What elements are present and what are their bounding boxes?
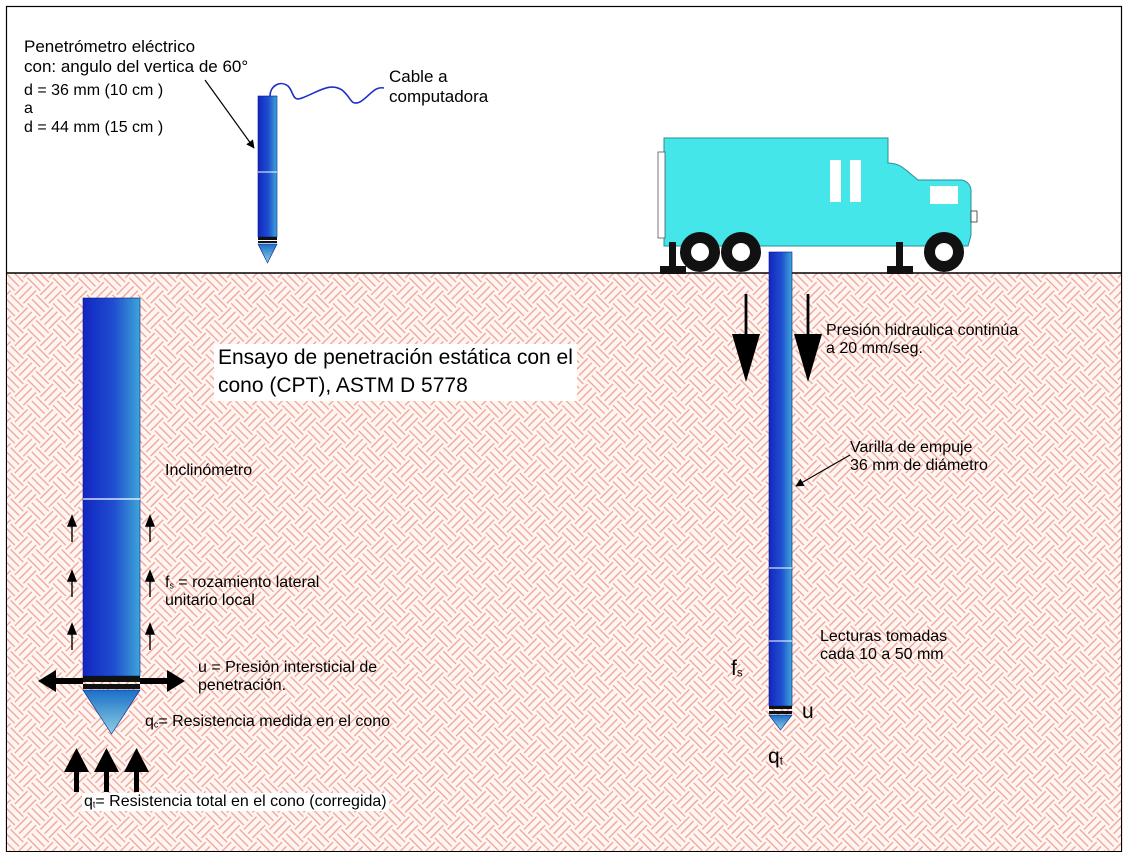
qc-definition: = Resistencia medida en el cono (158, 713, 391, 730)
side-friction-line2: unitario local (165, 592, 255, 610)
hydraulic-pressure-line1: Presión hidraulica continúa (826, 322, 1019, 339)
penetrometer-label: Penetrómetro eléctrico con: angulo del v… (24, 37, 248, 76)
qt-label-symbol: q (84, 793, 93, 810)
diagram-title-line1: Ensayo de penetración estática con el (218, 346, 573, 369)
penetrometer-diameter-label: d = 36 mm (10 cm ) a d = 44 mm (15 cm ) (24, 82, 163, 137)
fs-tag-subscript: s (736, 667, 743, 680)
diameter-min: d = 36 mm (10 cm ) (24, 82, 164, 99)
pore-pressure-arrows (38, 670, 185, 692)
total-resistance-label: qt= Resistencia total en el cono (correg… (82, 793, 389, 812)
cable-line (269, 82, 385, 104)
inclinometer-label: Inclinómetro (165, 462, 253, 479)
qt-tag: qt (768, 745, 783, 769)
qt-tag-letter: q (768, 745, 780, 768)
qt-label-subscript: t (92, 799, 96, 810)
penetrometer-leader-arrow (204, 79, 255, 149)
rod-leader-arrow (795, 454, 851, 487)
diameter-max: d = 44 mm (15 cm ) (24, 118, 164, 136)
large-cone (82, 297, 141, 735)
fs-definition: = rozamiento lateral (173, 574, 320, 591)
small-penetrometer (257, 95, 278, 264)
hydraulic-pressure-label: Presión hidraulica continúa a 20 mm/seg. (826, 322, 1018, 359)
qt-label-definition: = Resistencia total en el cono (corregid… (95, 793, 387, 810)
pore-pressure-label: u = Presión intersticial de penetración. (198, 659, 377, 696)
penetrometer-label-line1: Penetrómetro eléctrico (24, 37, 196, 56)
push-rod-label: Varilla de empuje 36 mm de diámetro (850, 439, 988, 476)
qc-subscript: c (153, 719, 159, 730)
side-friction-line1: fs = rozamiento lateral (165, 574, 319, 592)
readings-line2: cada 10 a 50 mm (820, 646, 944, 664)
penetrometer-label-line2: con: angulo del vertica de 60° (24, 56, 249, 76)
cable-label-line2: computadora (389, 86, 489, 106)
hydraulic-pressure-arrows (732, 294, 822, 382)
qc-symbol: q (145, 713, 154, 730)
push-rod (768, 251, 793, 731)
side-friction-arrows (66, 514, 156, 650)
fs-symbol: f (165, 574, 170, 591)
qt-tag-subscript: t (779, 755, 783, 768)
readings-line1: Lecturas tomadas (820, 628, 948, 645)
readings-label: Lecturas tomadas cada 10 a 50 mm (820, 628, 947, 665)
cone-resistance-label: qc= Resistencia medida en el cono (145, 713, 390, 731)
fs-tag: fs (731, 657, 743, 681)
diagram-title-line2: cono (CPT), ASTM D 5778 (218, 374, 468, 398)
u-tag: u (802, 700, 814, 723)
fs-tag-letter: f (731, 657, 737, 680)
push-rod-line2: 36 mm de diámetro (850, 457, 988, 475)
cable-label-line1: Cable a (389, 67, 448, 86)
diameter-separator: a (24, 100, 33, 118)
pore-pressure-line1: u = Presión intersticial de (198, 659, 378, 676)
push-rod-line1: Varilla de empuje (850, 439, 973, 456)
pore-pressure-line2: penetración. (198, 677, 287, 695)
side-friction-label: fs = rozamiento lateral unitario local (165, 574, 319, 611)
cpt-truck (657, 137, 978, 274)
hydraulic-pressure-line2: a 20 mm/seg. (826, 340, 923, 358)
tip-resistance-arrows (64, 748, 149, 792)
diagram-title: Ensayo de penetración estática con el co… (214, 344, 577, 401)
fs-subscript: s (169, 580, 174, 591)
cable-label: Cable a computadora (389, 67, 488, 106)
